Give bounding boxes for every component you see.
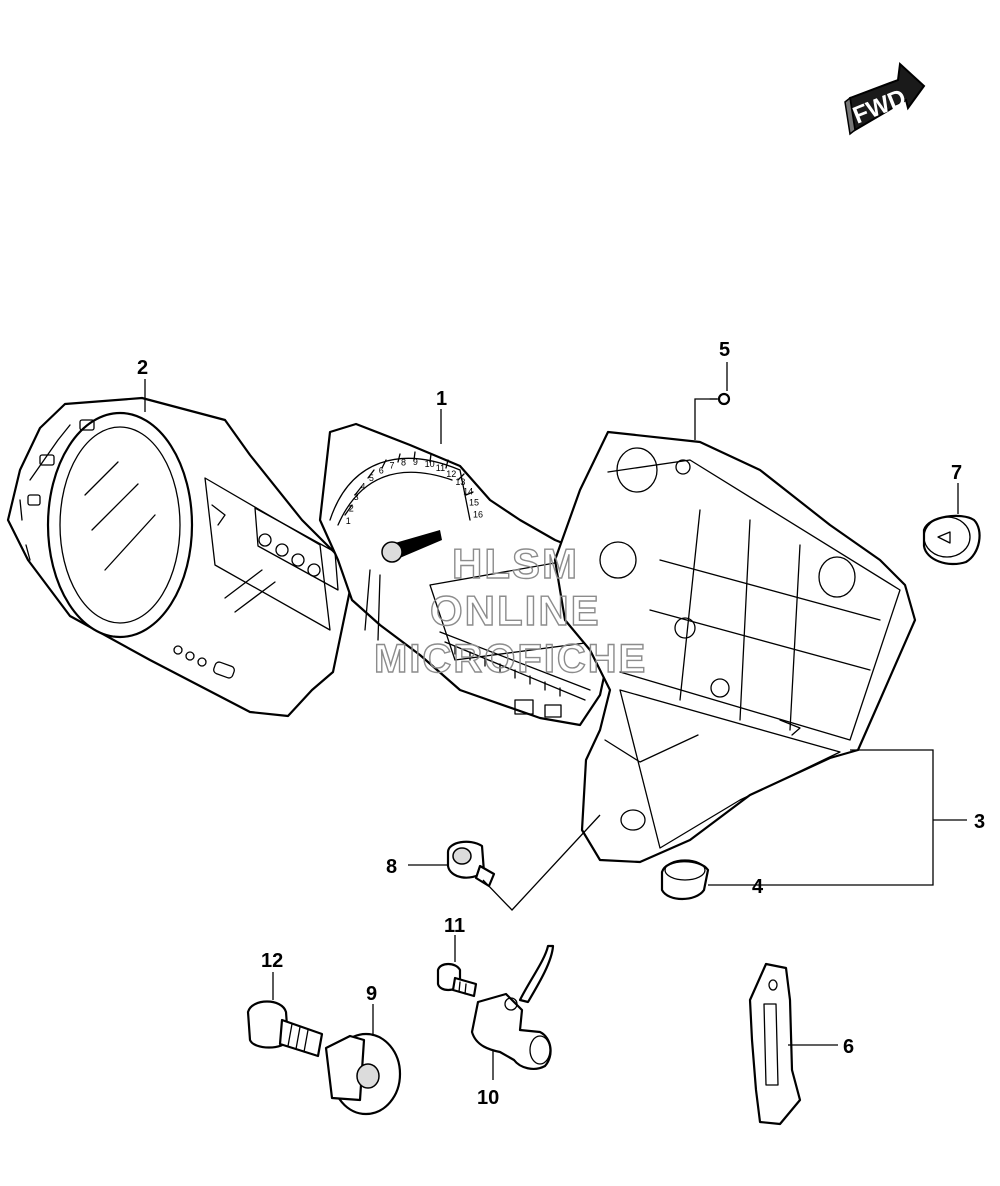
callout-5: 5 [719,339,730,361]
callout-8: 8 [386,856,397,878]
tachometer-tick-label: 6 [379,466,384,476]
leader-lines [144,362,967,1080]
watermark: HLSM ONLINE MICROFICHE [373,539,647,681]
watermark-line-3: MICROFICHE [374,637,647,681]
callout-2: 2 [137,357,148,379]
fwd-arrow-badge: FWD [844,61,926,136]
tachometer-tick-label: 4 [360,482,365,492]
callout-6: 6 [843,1036,854,1058]
tachometer-tick-label: 8 [401,458,406,468]
callout-11: 11 [444,915,465,937]
tachometer-tick-label: 10 [425,459,435,469]
cap-plug-part-7 [922,514,981,566]
tachometer-tick-label: 7 [390,461,395,471]
bolt-part-12 [246,1000,324,1058]
callout-10: 10 [477,1087,499,1109]
tachometer-tick-label: 1 [346,516,351,526]
tachometer-tick-label: 14 [463,487,473,497]
tachometer-tick-label: 15 [469,498,479,508]
callout-4: 4 [752,876,764,898]
tachometer-tick-label: 16 [473,510,483,520]
callout-12: 12 [261,950,283,972]
sensor-bolt-part-11 [436,962,478,998]
pcb-connector-pins [454,645,561,697]
tachometer-tick-label: 9 [413,457,418,467]
tachometer-tick-label: 3 [354,492,359,502]
tachometer-tick-label: 2 [349,504,354,514]
watermark-line-1: HLSM [452,540,579,587]
clamp-band-part-6 [748,962,802,1126]
tachometer-tick-label: 11 [436,463,445,473]
meter-case-lower [553,430,917,864]
watermark-line-2: ONLINE [430,587,601,634]
meter-front-cover [6,396,352,718]
callout-1: 1 [436,388,447,410]
washer-part-9 [324,1032,402,1116]
bolt-part-8 [446,840,496,888]
grommet-part-4 [660,859,710,901]
callouts: 1 2 3 4 5 6 7 8 9 10 11 12 [137,339,985,1109]
callout-7: 7 [951,462,962,484]
tachometer-tick-label: 13 [455,477,465,487]
tachometer-tick-label: 12 [446,469,456,479]
callout-3: 3 [974,811,985,833]
speed-sensor-part-10 [470,944,555,1070]
tachometer-tick-label: 5 [369,473,374,483]
callout-9: 9 [366,983,377,1005]
